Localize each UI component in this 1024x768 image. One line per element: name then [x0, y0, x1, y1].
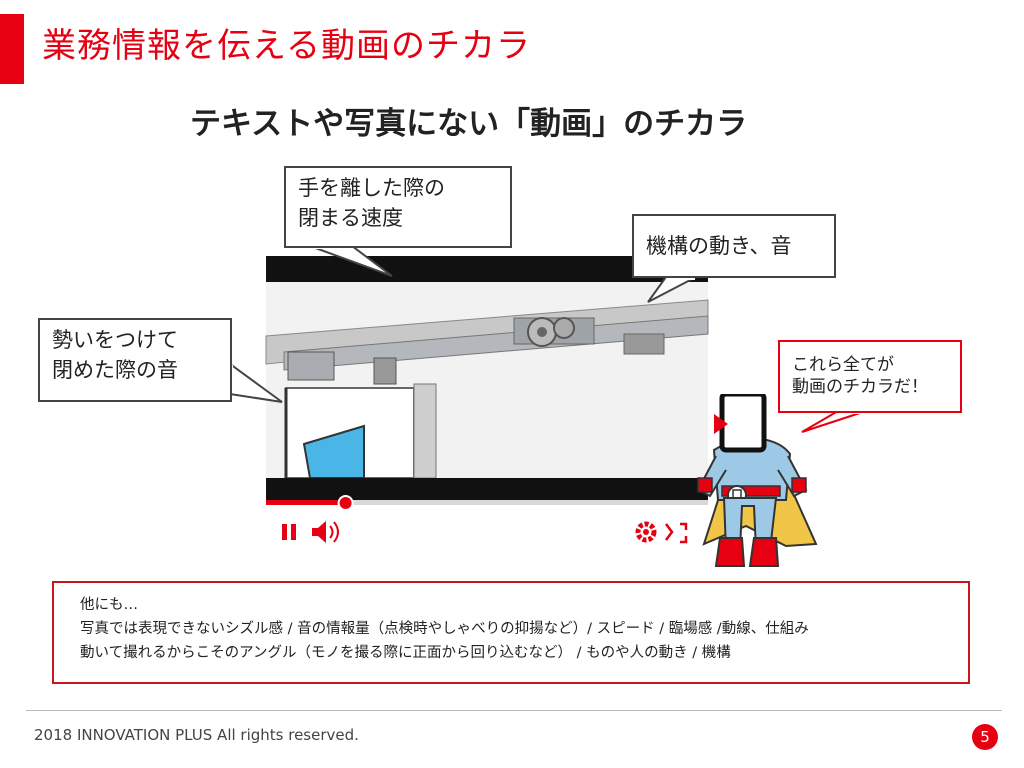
footer-divider: [26, 710, 1002, 711]
footer-copyright: 2018 INNOVATION PLUS All rights reserved…: [34, 726, 359, 744]
callout-momentum: 勢いをつけて 閉めた際の音: [38, 318, 232, 402]
title-accent-bar: [0, 14, 24, 84]
info-line-2: 写真では表現できないシズル感 / 音の情報量（点検時やしゃべりの抑揚など）/ ス…: [80, 621, 809, 637]
right-boot: [748, 537, 780, 567]
info-box: 他にも… 写真では表現できないシズル感 / 音の情報量（点検時やしゃべりの抑揚な…: [52, 581, 970, 684]
callout-speed: 手を離した際の 閉まる速度: [284, 166, 512, 248]
right-glove: [791, 477, 807, 493]
video-player[interactable]: [264, 256, 710, 554]
progress-fill: [266, 500, 346, 505]
player-bottom-bar: [266, 478, 708, 500]
callout-hero: これら全てが 動画のチカラだ！: [778, 340, 962, 413]
belt: [721, 485, 781, 497]
smartphone-head: [719, 394, 767, 453]
fullscreen-icon[interactable]: [665, 522, 688, 544]
slide-title: 業務情報を伝える動画のチカラ: [42, 26, 531, 66]
info-line-1: 他にも…: [80, 597, 138, 613]
superhero-mascot: [696, 394, 818, 567]
volume-icon[interactable]: [312, 521, 339, 543]
play-icon: [714, 414, 728, 434]
pause-icon[interactable]: [282, 524, 296, 540]
left-boot: [714, 537, 746, 567]
page-number: 5: [972, 724, 998, 750]
callout-mechanism: 機構の動き、音: [632, 214, 836, 278]
video-frame: [265, 282, 709, 479]
settings-icon[interactable]: [635, 521, 657, 543]
progress-knob: [337, 495, 354, 511]
slide-subtitle: テキストや写真にない「動画」のチカラ: [190, 106, 748, 142]
info-line-3: 動いて撮れるからこそのアングル（モノを撮る際に正面から回り込むなど） / ものや…: [80, 645, 731, 661]
left-glove: [697, 477, 713, 493]
progress-bar[interactable]: [266, 495, 708, 511]
